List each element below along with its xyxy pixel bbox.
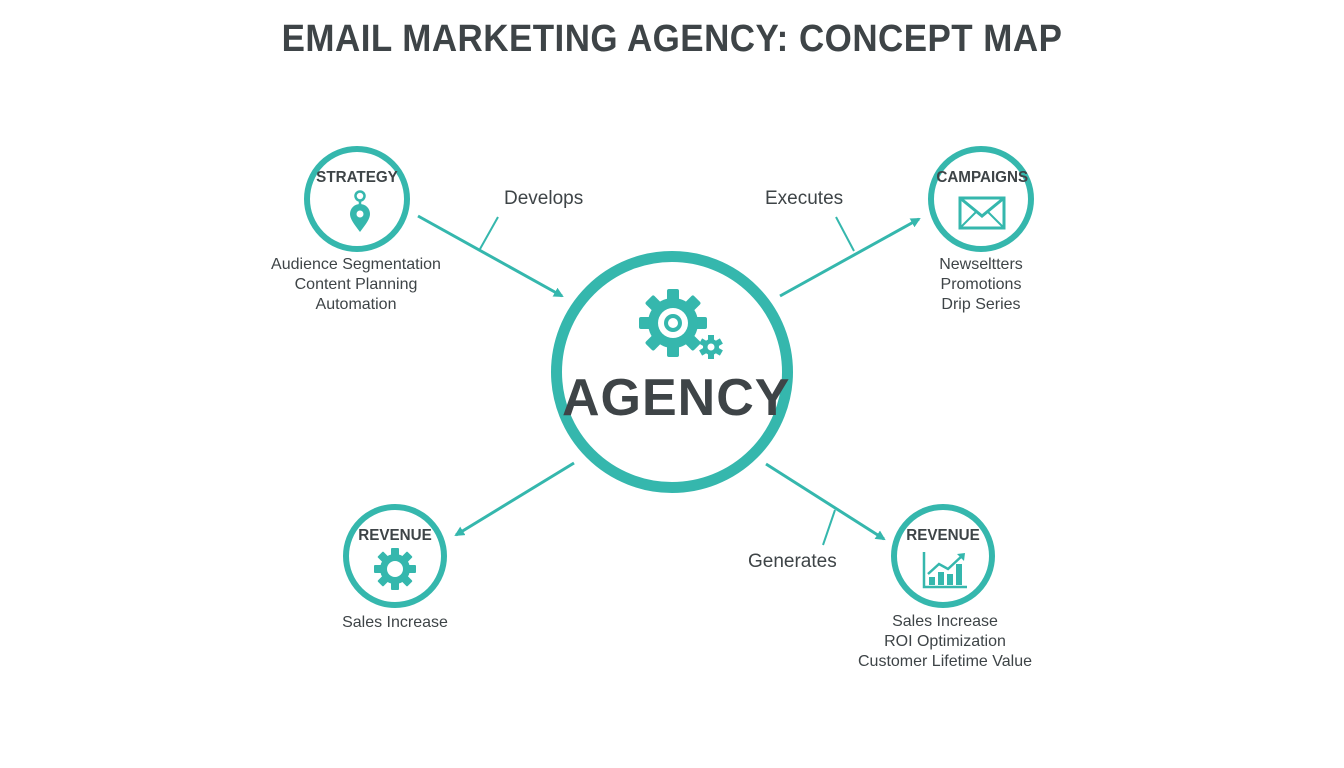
- revenue-right-item: Customer Lifetime Value: [858, 653, 1032, 670]
- diagram-title: EMAIL MARKETING AGENCY: CONCEPT MAP: [281, 18, 1063, 60]
- edge-generates-arrow: [765, 462, 886, 541]
- edge-label-generates: Generates: [748, 551, 837, 572]
- revenue-left-item: Sales Increase: [342, 614, 448, 631]
- edge-revenue-left-arrow: [454, 461, 575, 537]
- revenue-right-item: ROI Optimization: [884, 633, 1006, 650]
- campaigns-item: Drip Series: [941, 296, 1021, 313]
- gear-icon: [374, 548, 416, 590]
- strategy-item: Audience Segmentation: [271, 256, 441, 273]
- strategy-node: STRATEGY: [304, 146, 410, 252]
- edge-label-executes: Executes: [765, 188, 844, 209]
- edge-generates-tick: [822, 509, 836, 546]
- revenue-left-items: Sales Increase: [295, 613, 495, 633]
- strategy-item: Automation: [315, 296, 397, 313]
- gears-icon: [636, 288, 726, 368]
- agency-label: AGENCY: [562, 369, 791, 427]
- edge-executes-arrow: [779, 217, 921, 298]
- campaigns-title: CAMPAIGNS: [936, 169, 1029, 186]
- campaigns-items: Newseltters Promotions Drip Series: [881, 255, 1081, 315]
- revenue-right-items: Sales Increase ROI Optimization Customer…: [845, 612, 1045, 672]
- revenue-right-item: Sales Increase: [892, 613, 998, 630]
- revenue-right-node: REVENUE: [891, 504, 995, 608]
- agency-node: AGENCY: [551, 251, 793, 493]
- strategy-title: STRATEGY: [316, 169, 398, 186]
- edge-develops-arrow: [417, 214, 564, 298]
- revenue-right-title: REVENUE: [906, 527, 980, 544]
- campaigns-item: Promotions: [940, 276, 1022, 293]
- edge-develops-tick: [479, 216, 499, 250]
- edge-executes-tick: [835, 216, 855, 252]
- campaigns-node: CAMPAIGNS: [928, 146, 1034, 252]
- strategy-items: Audience Segmentation Content Planning A…: [256, 255, 456, 315]
- bar-chart-icon: [921, 550, 969, 590]
- strategy-item: Content Planning: [294, 276, 418, 293]
- map-pin-icon: [348, 188, 372, 236]
- campaigns-item: Newseltters: [939, 256, 1023, 273]
- revenue-left-title: REVENUE: [358, 527, 432, 544]
- edge-label-develops: Develops: [504, 188, 584, 209]
- envelope-icon: [958, 196, 1006, 230]
- revenue-left-node: REVENUE: [343, 504, 447, 608]
